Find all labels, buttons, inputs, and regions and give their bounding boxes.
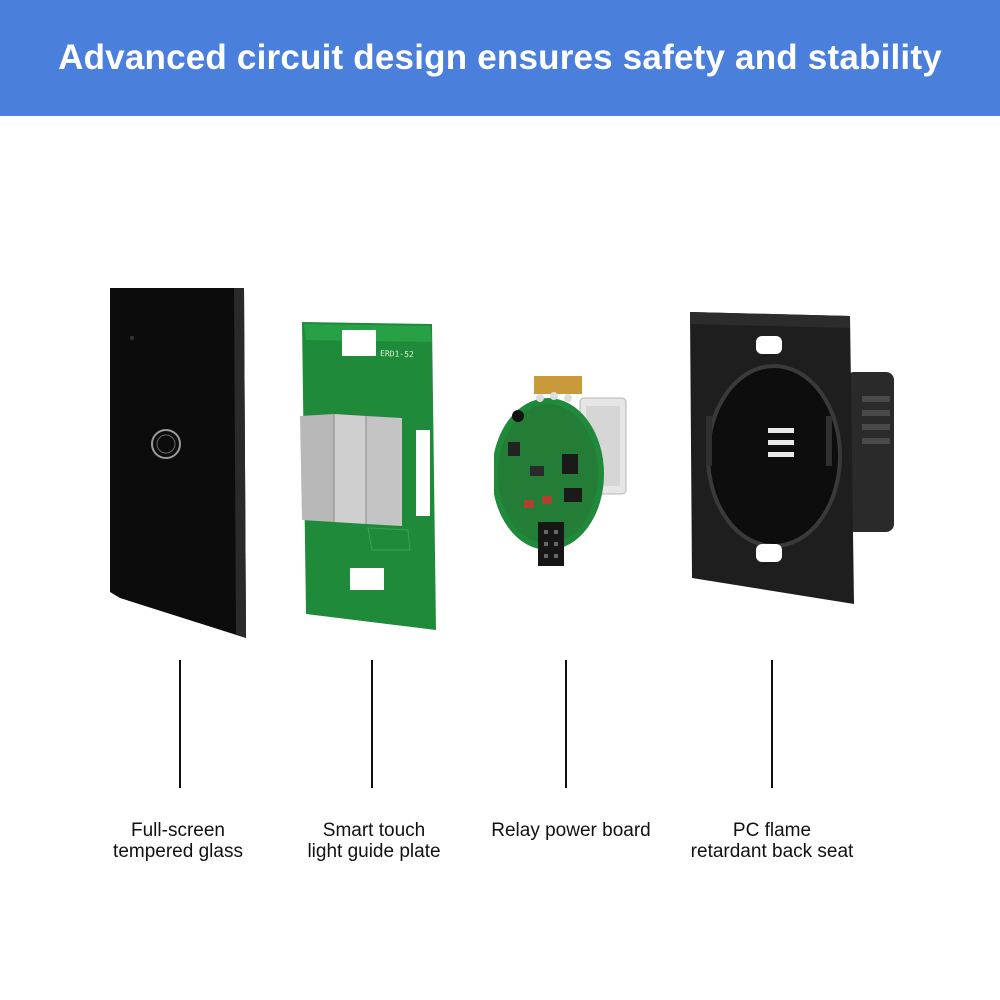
leader-line-plate: [371, 660, 373, 788]
leader-line-relay: [565, 660, 567, 788]
leader-line-seat: [771, 660, 773, 788]
header-banner: Advanced circuit design ensures safety a…: [0, 0, 1000, 116]
caption-seat: PC flame retardant back seat: [662, 820, 882, 862]
back-seat-image: [686, 306, 898, 608]
tempered-glass-image: [108, 286, 248, 642]
caption-line: PC flame: [732, 820, 812, 841]
caption-glass: Full-screen tempered glass: [68, 820, 288, 862]
caption-line: tempered glass: [113, 841, 243, 862]
caption-line: retardant back seat: [690, 841, 854, 862]
caption-line: light guide plate: [307, 841, 441, 862]
relay-power-board-image: [494, 370, 634, 580]
caption-plate: Smart touch light guide plate: [264, 820, 484, 862]
svg-text:ERD1-52: ERD1-52: [380, 349, 414, 359]
leader-line-glass: [179, 660, 181, 788]
caption-line: Smart touch: [322, 820, 426, 841]
caption-line: Full-screen: [131, 820, 225, 841]
light-guide-plate-image: ERD1-52: [298, 318, 440, 634]
caption-relay: Relay power board: [461, 820, 681, 841]
caption-line: Relay power board: [491, 820, 651, 841]
page-title: Advanced circuit design ensures safety a…: [58, 38, 942, 77]
